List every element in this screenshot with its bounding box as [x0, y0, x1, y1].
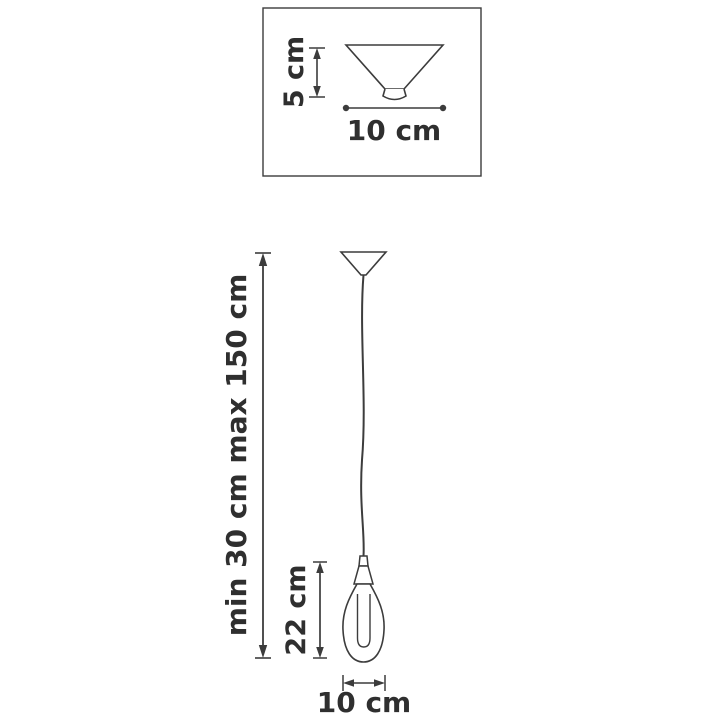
- arrowhead-right: [374, 679, 385, 687]
- suspension-label: min 30 cm max 150 cm: [220, 274, 253, 637]
- arrowhead-down: [316, 647, 324, 658]
- shade-width-dimension-line: [342, 104, 447, 112]
- arrowhead-up: [258, 253, 268, 266]
- shade-cone-shape: [344, 44, 445, 101]
- arrowhead-down: [258, 645, 268, 658]
- shade-width-label: 10 cm: [347, 114, 442, 147]
- bulb-glass: [342, 583, 385, 663]
- fixture-height-dimension-arrow: [313, 561, 327, 659]
- arrowhead-up: [313, 48, 321, 59]
- dimension-dot: [439, 104, 447, 112]
- socket-neck: [358, 555, 369, 567]
- socket-cone: [353, 565, 374, 585]
- fixture-height-label: 22 cm: [281, 564, 312, 655]
- arrowhead-up: [316, 562, 324, 573]
- shade-cone-tip: [382, 88, 407, 101]
- fixture-width-label: 10 cm: [317, 686, 412, 719]
- detail-box-border: [262, 7, 482, 177]
- bulb-shape: [342, 583, 385, 663]
- suspension-dimension-arrow: [255, 252, 271, 659]
- shade-cone-body: [344, 44, 445, 90]
- arrowhead-down: [313, 86, 321, 97]
- shade-height-dimension-arrow: [309, 47, 325, 98]
- dimension-dot: [342, 104, 350, 112]
- shade-height-label: 5 cm: [279, 36, 310, 108]
- socket-shape: [353, 555, 374, 585]
- bulb-tube-shape: [356, 594, 371, 648]
- arrowhead-left: [343, 679, 354, 687]
- fixture-width-dimension-arrow: [342, 675, 386, 691]
- ceiling-canopy-shape: [339, 251, 388, 276]
- cord-line: [360, 274, 365, 557]
